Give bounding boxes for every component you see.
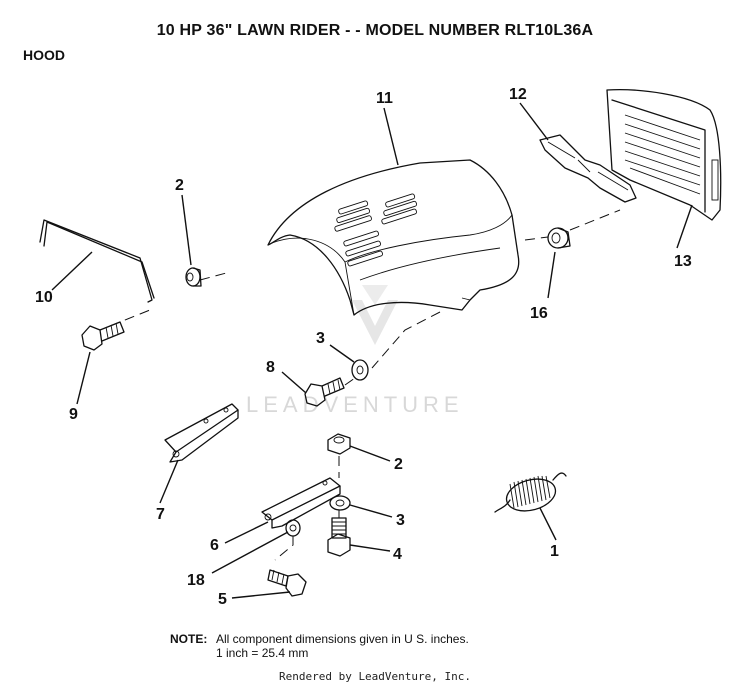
dimension-note: NOTE: All component dimensions given in U… bbox=[170, 632, 469, 660]
callout-7[interactable]: 7 bbox=[156, 506, 165, 523]
callouts: 11 12 2 10 13 16 3 8 9 2 7 3 6 4 1 18 5 bbox=[35, 86, 692, 608]
bolt-part-8[interactable] bbox=[304, 377, 345, 407]
callout-10[interactable]: 10 bbox=[35, 289, 53, 306]
washer-part-3-lower[interactable] bbox=[329, 495, 351, 511]
washer-part-18[interactable] bbox=[285, 519, 301, 537]
grille-part-13[interactable] bbox=[606, 89, 722, 221]
note-line-2: 1 inch = 25.4 mm bbox=[216, 646, 309, 660]
bolt-part-5[interactable] bbox=[267, 569, 307, 597]
nut-part-2-upper[interactable] bbox=[185, 267, 202, 287]
section-label: HOOD bbox=[23, 47, 65, 63]
callout-1[interactable]: 1 bbox=[550, 543, 559, 560]
spring-part-1[interactable] bbox=[494, 472, 567, 516]
leader-lines bbox=[51, 102, 693, 599]
callout-12[interactable]: 12 bbox=[509, 86, 527, 103]
watermark: LEADVENTURE bbox=[246, 285, 464, 417]
callout-11[interactable]: 11 bbox=[376, 90, 393, 107]
callout-3-lower[interactable]: 3 bbox=[396, 512, 405, 529]
bolt-part-9[interactable] bbox=[81, 321, 125, 351]
bracket-part-7[interactable] bbox=[164, 403, 239, 463]
note-line-1: All component dimensions given in U S. i… bbox=[216, 632, 469, 646]
bracket-part-6[interactable] bbox=[261, 477, 341, 529]
hinge-bracket-part-12[interactable] bbox=[539, 134, 637, 203]
callout-3-upper[interactable]: 3 bbox=[316, 330, 325, 347]
note-label: NOTE: bbox=[170, 632, 208, 646]
callout-2-upper[interactable]: 2 bbox=[175, 177, 184, 194]
alignment-lines bbox=[109, 209, 621, 561]
nut-part-2-lower[interactable] bbox=[327, 433, 351, 455]
callout-6[interactable]: 6 bbox=[210, 537, 219, 554]
nut-part-16[interactable] bbox=[547, 227, 571, 249]
washer-part-3-upper[interactable] bbox=[351, 359, 369, 381]
callout-16[interactable]: 16 bbox=[530, 305, 548, 322]
rod-part-10[interactable] bbox=[39, 219, 155, 303]
hood-part-11[interactable] bbox=[267, 159, 520, 316]
diagram-title: 10 HP 36" LAWN RIDER - - MODEL NUMBER RL… bbox=[156, 22, 594, 39]
watermark-text: LEADVENTURE bbox=[246, 392, 464, 417]
bolt-part-4[interactable] bbox=[327, 517, 351, 557]
callout-13[interactable]: 13 bbox=[674, 253, 692, 270]
callout-4[interactable]: 4 bbox=[393, 546, 402, 563]
callout-5[interactable]: 5 bbox=[218, 591, 227, 608]
callout-18[interactable]: 18 bbox=[187, 572, 205, 589]
callout-8[interactable]: 8 bbox=[266, 359, 275, 376]
footer-credit: Rendered by LeadVenture, Inc. bbox=[278, 670, 472, 683]
callout-9[interactable]: 9 bbox=[69, 406, 78, 423]
callout-2-lower[interactable]: 2 bbox=[394, 456, 403, 473]
